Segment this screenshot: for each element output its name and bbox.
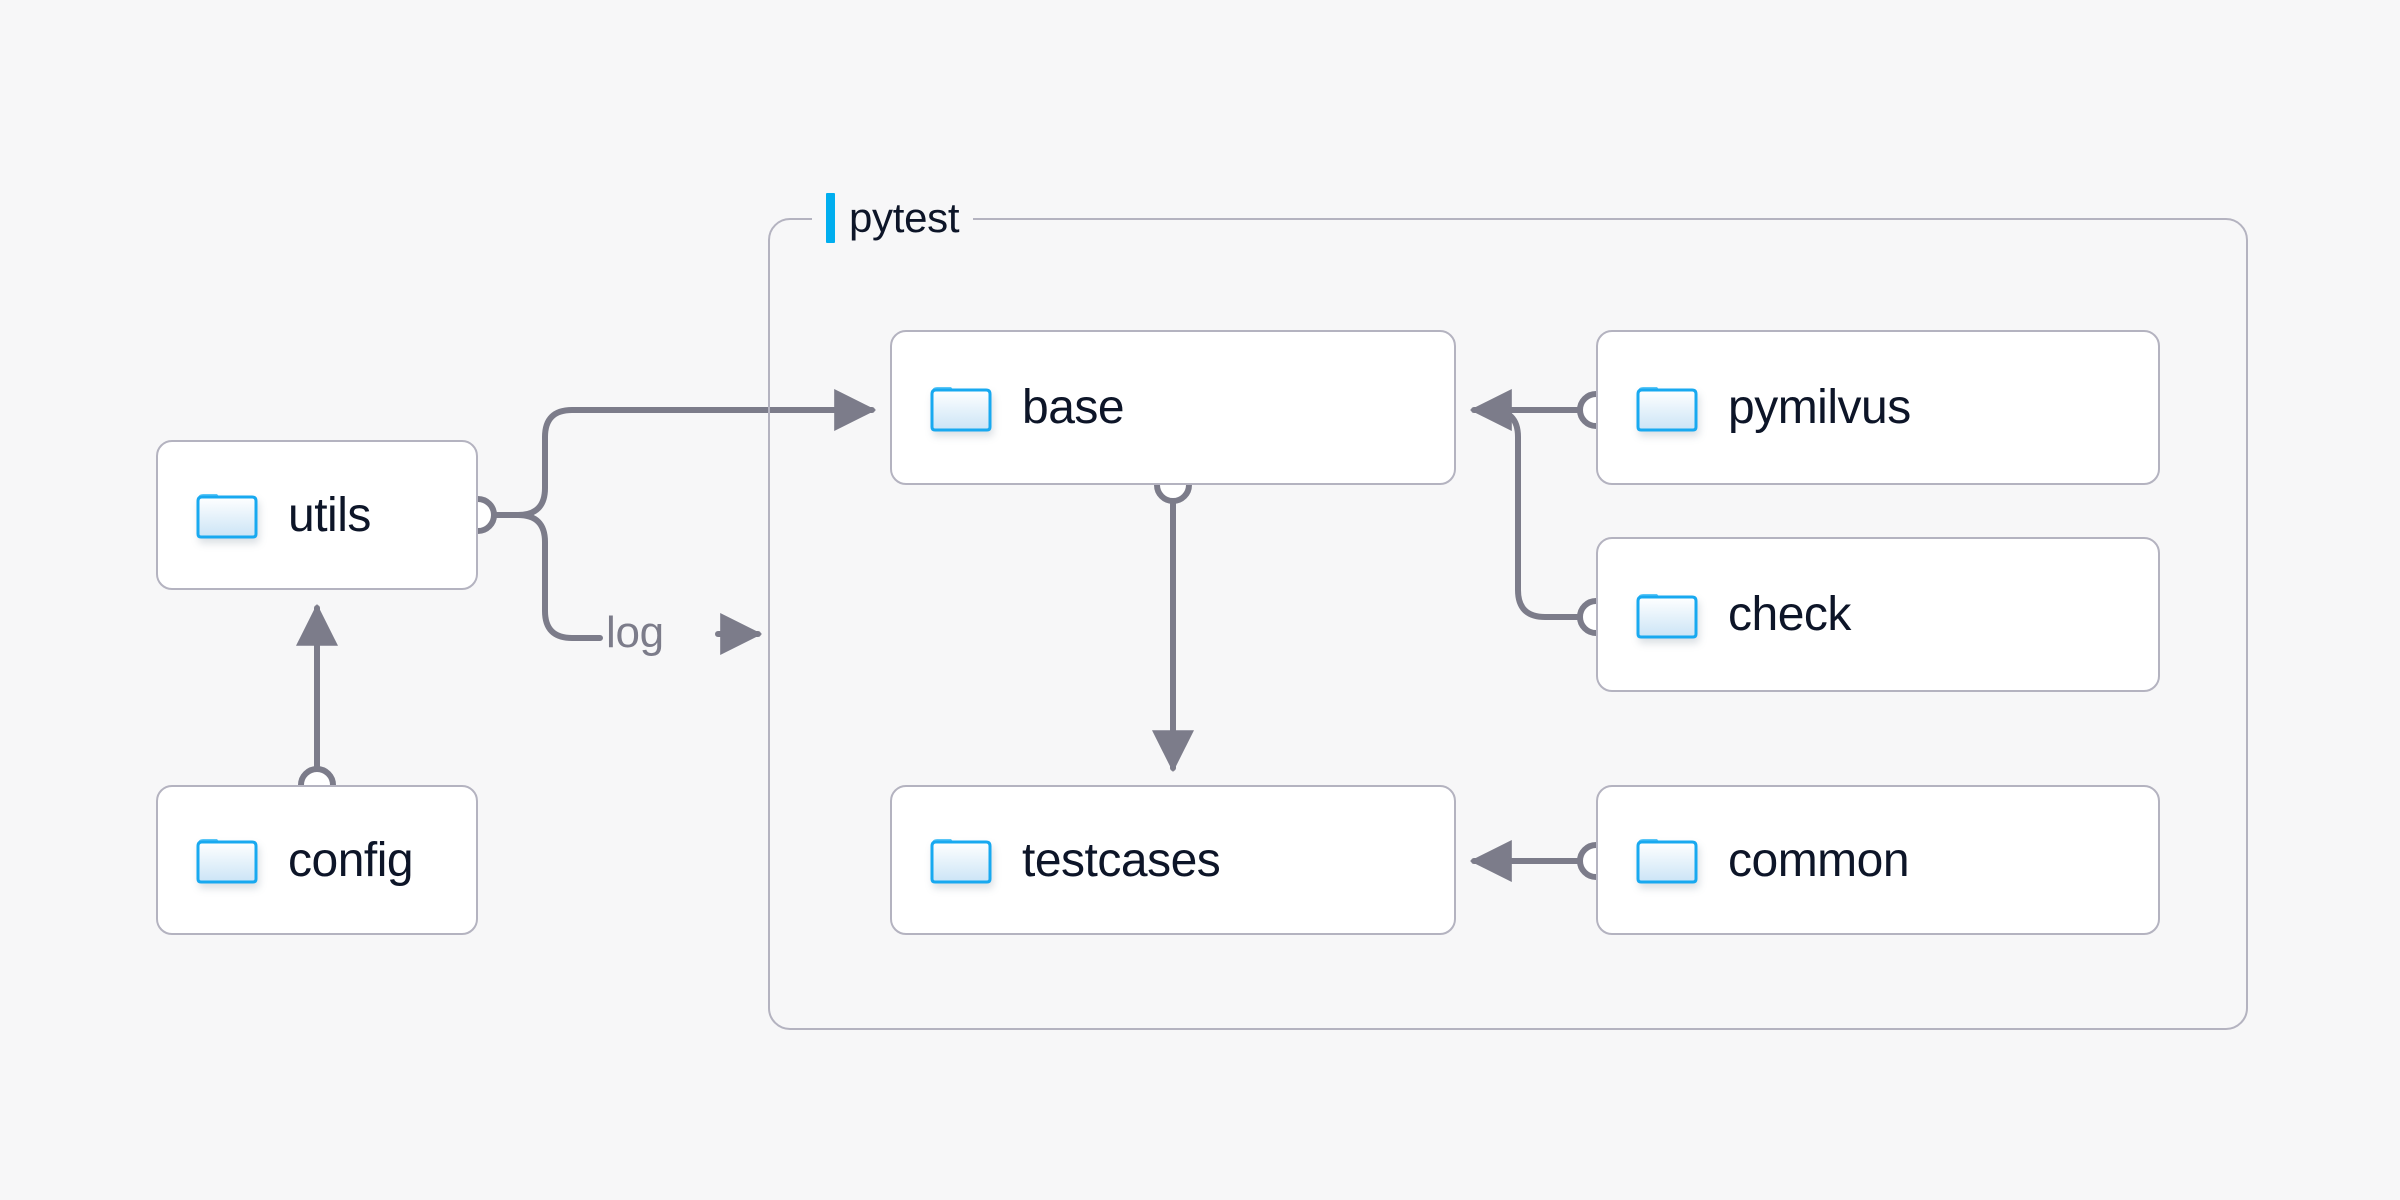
folder-icon — [196, 835, 258, 885]
folder-icon — [1636, 835, 1698, 885]
node-utils-label: utils — [288, 488, 371, 542]
edge-utils-to-log — [515, 512, 603, 641]
edge-label-log: log — [606, 608, 664, 657]
node-config[interactable]: config — [156, 785, 478, 935]
node-common[interactable]: common — [1596, 785, 2160, 935]
group-pytest-label: pytest — [812, 189, 974, 247]
folder-icon — [1636, 383, 1698, 433]
node-check[interactable]: check — [1596, 537, 2160, 692]
node-check-label: check — [1728, 588, 1851, 641]
node-base-label: base — [1022, 381, 1125, 434]
node-utils[interactable]: utils — [156, 440, 478, 590]
node-common-label: common — [1728, 833, 1910, 887]
node-testcases-label: testcases — [1022, 833, 1221, 887]
group-pytest-label-text: pytest — [849, 194, 960, 241]
group-pytest[interactable] — [768, 218, 2248, 1030]
node-config-label: config — [288, 833, 414, 887]
folder-icon — [1636, 590, 1698, 640]
folder-icon — [930, 383, 992, 433]
node-testcases[interactable]: testcases — [890, 785, 1456, 935]
node-base[interactable]: base — [890, 330, 1456, 485]
accent-bar-icon — [826, 193, 835, 243]
folder-icon — [196, 490, 258, 540]
node-pymilvus-label: pymilvus — [1728, 381, 1911, 434]
folder-icon — [930, 835, 992, 885]
node-pymilvus[interactable]: pymilvus — [1596, 330, 2160, 485]
